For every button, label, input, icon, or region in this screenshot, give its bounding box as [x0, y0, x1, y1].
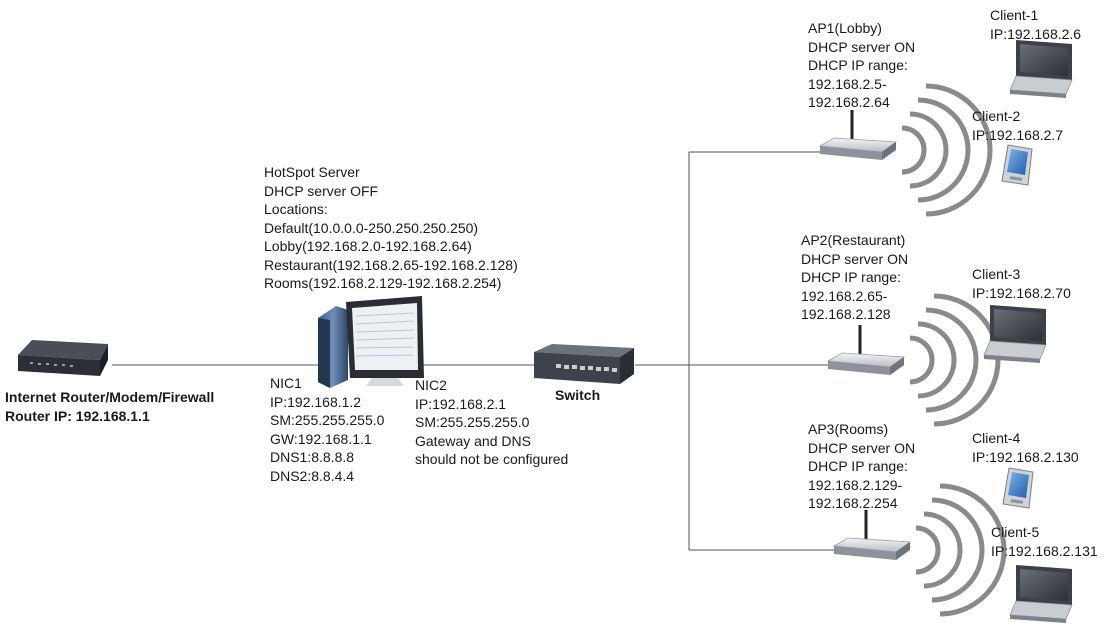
- router-label: Internet Router/Modem/Firewall Router IP…: [5, 388, 214, 425]
- nic2-label: NIC2 IP:192.168.2.1 SM:255.255.255.0 Gat…: [415, 376, 568, 469]
- nic2-name: NIC2: [415, 377, 447, 393]
- nic1-name: NIC1: [270, 375, 302, 391]
- laptop-icon: [1009, 565, 1073, 623]
- nic1-label: NIC1 IP:192.168.1.2 SM:255.255.255.0 GW:…: [270, 374, 384, 485]
- client3-label: Client-3 IP:192.168.2.70: [972, 265, 1071, 302]
- switch-label: Switch: [555, 387, 601, 403]
- nic1-ip: IP:192.168.1.2: [270, 393, 362, 410]
- client4-label: Client-4 IP:192.168.2.130: [972, 429, 1079, 466]
- client4-ip: IP:192.168.2.130: [972, 448, 1079, 465]
- router-modem-icon: [18, 340, 108, 376]
- ap2-range-start: 192.168.2.65-: [801, 287, 888, 304]
- pda-icon: [1001, 144, 1033, 186]
- client5-ip: IP:192.168.2.131: [991, 542, 1098, 559]
- nic1-gateway: GW:192.168.1.1: [270, 430, 372, 447]
- ap1-label: AP1(Lobby) DHCP server ON DHCP IP range:…: [808, 19, 915, 112]
- wireless-access-point-icon: [832, 510, 912, 560]
- client1-name: Client-1: [990, 7, 1039, 23]
- client1-ip: IP:192.168.2.6: [990, 25, 1082, 42]
- client3-name: Client-3: [972, 266, 1021, 282]
- ap2-range-heading: DHCP IP range:: [801, 269, 901, 285]
- client2-name: Client-2: [972, 108, 1021, 124]
- nic2-note-line1: Gateway and DNS: [415, 432, 531, 449]
- client4-name: Client-4: [972, 430, 1021, 446]
- wifi-signal-icon: [915, 483, 1007, 617]
- ap3-name: AP3(Rooms): [808, 421, 889, 437]
- server-title: HotSpot Server: [264, 164, 360, 180]
- ap1-range-start: 192.168.2.5-: [808, 75, 887, 92]
- wireless-access-point-icon: [818, 110, 898, 160]
- server-computer-icon: [318, 296, 424, 388]
- wireless-access-point-icon: [826, 325, 906, 375]
- ap1-dhcp-status: DHCP server ON: [808, 38, 916, 55]
- pda-icon: [1002, 467, 1034, 509]
- ap3-range-end: 192.168.2.254: [808, 495, 898, 511]
- nic2-subnet-mask: SM:255.255.255.0: [415, 414, 530, 430]
- nic1-dns2: DNS2:8.8.4.4: [270, 467, 355, 484]
- client5-name: Client-5: [991, 524, 1040, 540]
- ap1-range-end: 192.168.2.64: [808, 94, 890, 110]
- router-ip: Router IP: 192.168.1.1: [5, 407, 150, 424]
- server-label: HotSpot Server DHCP server OFF Locations…: [264, 163, 518, 293]
- client3-ip: IP:192.168.2.70: [972, 284, 1071, 301]
- wifi-signal-icon: [901, 83, 993, 217]
- client2-label: Client-2 IP:192.168.2.7: [972, 107, 1063, 144]
- ap3-label: AP3(Rooms) DHCP server ON DHCP IP range:…: [808, 420, 915, 513]
- client5-label: Client-5 IP:192.168.2.131: [991, 523, 1098, 560]
- nic1-dns1: DNS1:8.8.8.8: [270, 449, 355, 465]
- server-locations-heading: Locations:: [264, 201, 328, 217]
- ap1-name: AP1(Lobby): [808, 20, 882, 36]
- wifi-signal-icon: [909, 293, 1001, 427]
- server-dhcp-status: DHCP server OFF: [264, 182, 379, 199]
- ap2-name: AP2(Restaurant): [801, 232, 906, 248]
- ap2-dhcp-status: DHCP server ON: [801, 250, 909, 267]
- client1-label: Client-1 IP:192.168.2.6: [990, 6, 1081, 43]
- ap3-range-heading: DHCP IP range:: [808, 458, 908, 474]
- server-location-restaurant: Restaurant(192.168.2.65-192.168.2.128): [264, 256, 518, 273]
- ap2-label: AP2(Restaurant) DHCP server ON DHCP IP r…: [801, 231, 908, 324]
- ap1-range-heading: DHCP IP range:: [808, 57, 908, 73]
- server-location-rooms: Rooms(192.168.2.129-192.168.2.254): [264, 275, 502, 291]
- ap2-range-end: 192.168.2.128: [801, 306, 891, 322]
- laptop-icon: [1009, 40, 1073, 98]
- nic2-ip: IP:192.168.2.1: [415, 395, 507, 412]
- ap3-dhcp-status: DHCP server ON: [808, 439, 916, 456]
- ap3-range-start: 192.168.2.129-: [808, 476, 903, 493]
- router-name: Internet Router/Modem/Firewall: [5, 389, 215, 405]
- server-location-default: Default(10.0.0.0-250.250.250.250): [264, 219, 479, 236]
- connector-lines: [112, 151, 836, 551]
- server-location-lobby: Lobby(192.168.2.0-192.168.2.64): [264, 238, 472, 254]
- network-switch-icon: [534, 344, 634, 384]
- nic1-subnet-mask: SM:255.255.255.0: [270, 412, 385, 428]
- laptop-icon: [983, 305, 1047, 363]
- nic2-note-line2: should not be configured: [415, 451, 569, 467]
- client2-ip: IP:192.168.2.7: [972, 126, 1064, 143]
